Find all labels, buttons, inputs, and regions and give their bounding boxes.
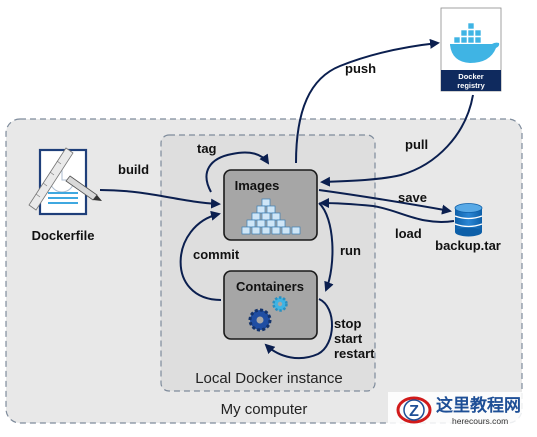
- dockerfile-node: Dockerfile: [28, 147, 102, 243]
- load-label: load: [395, 226, 422, 241]
- gears-icon: [248, 296, 288, 332]
- run-arrow: [318, 202, 334, 292]
- docker-registry-node: Docker registry: [440, 7, 502, 92]
- containers-node: Containers: [223, 270, 318, 340]
- load-arrow: [319, 198, 455, 223]
- commit-arrow: [179, 210, 222, 301]
- save-label: save: [398, 190, 427, 205]
- images-node: Images: [223, 169, 318, 241]
- tag-label: tag: [197, 141, 217, 156]
- build-label: build: [118, 162, 149, 177]
- pull-arrow: [320, 94, 474, 187]
- backup-tar-node: backup.tar: [435, 203, 501, 253]
- edges: [99, 38, 474, 360]
- commit-label: commit: [193, 247, 240, 262]
- watermark-domain: herecours.com: [452, 416, 508, 426]
- image-layers-icon: [241, 198, 301, 235]
- svg-text:Z: Z: [409, 403, 419, 420]
- restart-label: restart: [334, 346, 375, 361]
- watermark: Z 这里教程网 herecours.com: [388, 392, 533, 428]
- stop-label: stop: [334, 316, 362, 331]
- ruler-icon: [28, 147, 74, 211]
- containers-title: Containers: [236, 279, 304, 294]
- run-label: run: [340, 243, 361, 258]
- tag-arrow: [205, 151, 270, 193]
- start-label: start: [334, 331, 363, 346]
- my-computer-label: My computer: [221, 401, 308, 418]
- docker-whale-icon: [450, 22, 500, 63]
- watermark-brand: 这里教程网: [436, 395, 521, 416]
- local-instance-label: Local Docker instance: [195, 370, 343, 387]
- push-label: push: [345, 61, 376, 76]
- watermark-logo-icon: Z: [396, 396, 432, 424]
- pencil-icon: [65, 175, 102, 201]
- images-title: Images: [235, 178, 280, 193]
- dockerfile-label: Dockerfile: [32, 228, 95, 243]
- push-arrow: [295, 38, 440, 164]
- pull-label: pull: [405, 137, 428, 152]
- lifecycle-arrow: [264, 298, 333, 360]
- backup-tar-label: backup.tar: [435, 238, 501, 253]
- registry-label-line1: Docker: [458, 72, 484, 81]
- build-arrow: [99, 189, 221, 209]
- registry-label-line2: registry: [457, 81, 485, 90]
- database-icon: [454, 203, 483, 237]
- save-arrow: [318, 189, 452, 215]
